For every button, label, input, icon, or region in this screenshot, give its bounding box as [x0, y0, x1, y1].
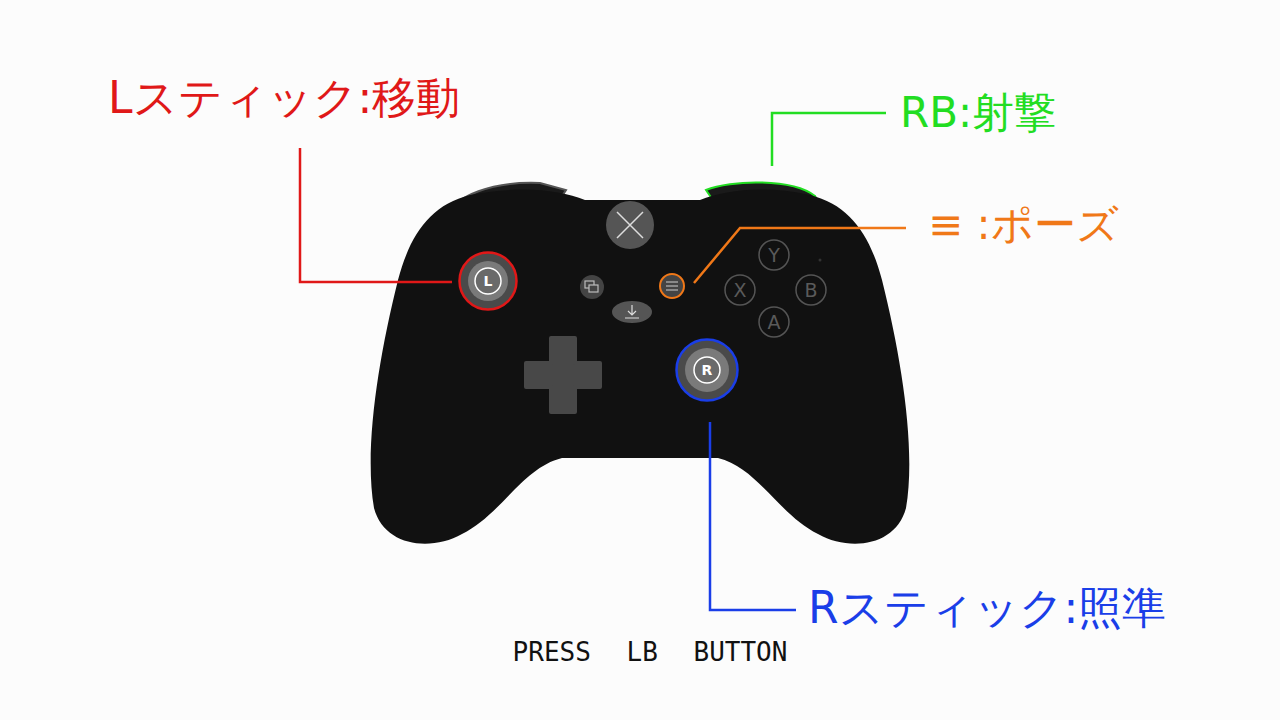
menu-button	[660, 274, 684, 298]
d-pad	[526, 338, 600, 412]
leader-line	[694, 228, 906, 283]
button-letter: B	[804, 281, 817, 300]
leader-line	[300, 148, 452, 282]
view-button	[580, 275, 604, 299]
guide-button	[606, 201, 654, 249]
leader-line	[710, 422, 796, 610]
stick-center	[475, 268, 501, 294]
leader-line	[772, 113, 886, 166]
face-button: X	[724, 274, 756, 306]
stick-center	[694, 357, 720, 383]
button-letter: A	[768, 313, 781, 332]
face-button-ring	[725, 275, 755, 305]
guide-logo	[617, 212, 643, 238]
face-button: Y	[758, 239, 790, 271]
button-letter: L	[484, 274, 493, 288]
face-button-ring	[759, 307, 789, 337]
stick-ring	[460, 253, 517, 310]
controller-body	[371, 190, 910, 544]
button-letter: Y	[768, 246, 780, 265]
button-letter: R	[702, 363, 713, 377]
thumbstick: L	[458, 251, 518, 311]
control-label: Rスティック:照準	[808, 584, 1166, 632]
control-label: Lスティック:移動	[108, 74, 460, 122]
face-button: B	[795, 274, 827, 306]
stick-cap	[468, 261, 508, 301]
detail-dot	[819, 259, 822, 262]
view-icon	[589, 285, 598, 292]
face-button: A	[758, 306, 790, 338]
share-icon	[625, 305, 639, 318]
face-button-ring	[759, 240, 789, 270]
control-label: ≡ :ポーズ	[928, 202, 1119, 248]
stick-cap	[685, 348, 729, 392]
thumbstick: R	[675, 338, 739, 402]
menu-icon	[666, 282, 678, 290]
control-label: RB:射撃	[900, 90, 1056, 136]
button-letter: X	[733, 281, 746, 300]
share-button	[612, 301, 652, 323]
stick-ring	[677, 340, 738, 401]
face-button-ring	[796, 275, 826, 305]
prompt-text: PRESS LB BUTTON	[513, 638, 788, 667]
